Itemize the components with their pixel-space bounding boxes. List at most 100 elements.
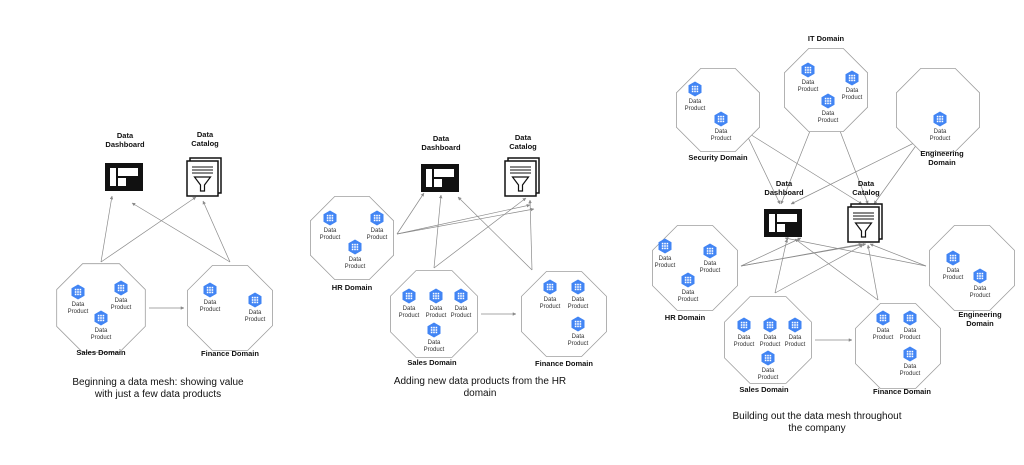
data-product-label: Product (900, 335, 921, 341)
dashboard-label: Dashboard (764, 188, 804, 197)
connector-arrow (794, 238, 879, 301)
domain-label: Finance Domain (201, 349, 259, 358)
data-product-label: Product (68, 309, 89, 315)
connector-arrow (774, 244, 864, 294)
data-product-label: Data (764, 335, 777, 341)
domain-label: Sales Domain (76, 348, 126, 357)
data-product-label: Product (345, 264, 366, 270)
connector-arrow (740, 237, 802, 267)
connector-arrow (202, 200, 231, 263)
connector-arrow (744, 130, 781, 205)
data-product-label: Product (685, 106, 706, 112)
data-product-label: Product (367, 235, 388, 241)
connector-arrow (744, 130, 863, 205)
data-product-label: Data (802, 80, 815, 86)
connector-arrow (457, 196, 533, 271)
panel-caption: Adding new data products from the HR (394, 376, 566, 387)
dashboard-label: Data (776, 179, 793, 188)
domain-finance2 (521, 271, 607, 357)
data-product-label: Data (572, 334, 585, 340)
data-product-label: Data (738, 335, 751, 341)
domain-label: HR Domain (665, 313, 706, 322)
dashboard-label: Data (117, 131, 134, 140)
data-product-label: Product (785, 342, 806, 348)
data-product-label: Data (95, 328, 108, 334)
catalog-label: Catalog (191, 139, 219, 148)
domain-label: Engineering (958, 310, 1002, 319)
data-product-label: Product (424, 347, 445, 353)
domain-label: Sales Domain (739, 385, 789, 394)
data-product-label: Product (111, 305, 132, 311)
data-product-label: Data (704, 261, 717, 267)
data-product-label: Product (760, 342, 781, 348)
data-product-label: Product (734, 342, 755, 348)
domain-finance3 (855, 303, 941, 389)
data-product-label: Product (930, 136, 951, 142)
domain-label: HR Domain (332, 283, 373, 292)
data-product-label: Data (430, 306, 443, 312)
data-product-label: Data (877, 328, 890, 334)
data-product-label: Data (204, 300, 217, 306)
domain-label: Finance Domain (535, 359, 593, 368)
funnel-icon (193, 176, 212, 192)
data-product-label: Product (700, 268, 721, 274)
panel-caption: the company (788, 423, 845, 434)
data-product-label: Product (540, 304, 561, 310)
data-product-label: Data (324, 228, 337, 234)
connector-arrow (774, 238, 788, 294)
panel-caption: with just a few data products (94, 389, 221, 400)
data-product-label: Product (655, 263, 676, 269)
data-product-label: Data (974, 286, 987, 292)
domain-label: Domain (928, 158, 956, 167)
funnel-icon (511, 176, 530, 192)
connector-arrow (433, 194, 443, 269)
data-product-label: Data (904, 328, 917, 334)
data-product-label: Product (900, 371, 921, 377)
data-product-label: Data (455, 306, 468, 312)
connector-arrow (869, 243, 927, 267)
data-product-label: Data (682, 290, 695, 296)
connector-arrow (100, 196, 197, 263)
data-product-label: Product (818, 118, 839, 124)
data-product-label: Product (91, 335, 112, 341)
data-product-label: Data (349, 257, 362, 263)
connector-arrow (790, 139, 921, 205)
data-product-label: Product (678, 297, 699, 303)
connector-arrow (866, 244, 879, 301)
connector-arrow (839, 130, 869, 205)
data-product-label: Product (970, 293, 991, 299)
data-product-label: Data (762, 368, 775, 374)
data-product-label: Product (568, 304, 589, 310)
data-product-label: Data (572, 297, 585, 303)
domain-sales3 (724, 296, 812, 384)
data-product-label: Data (689, 99, 702, 105)
connector-arrow (396, 207, 535, 235)
